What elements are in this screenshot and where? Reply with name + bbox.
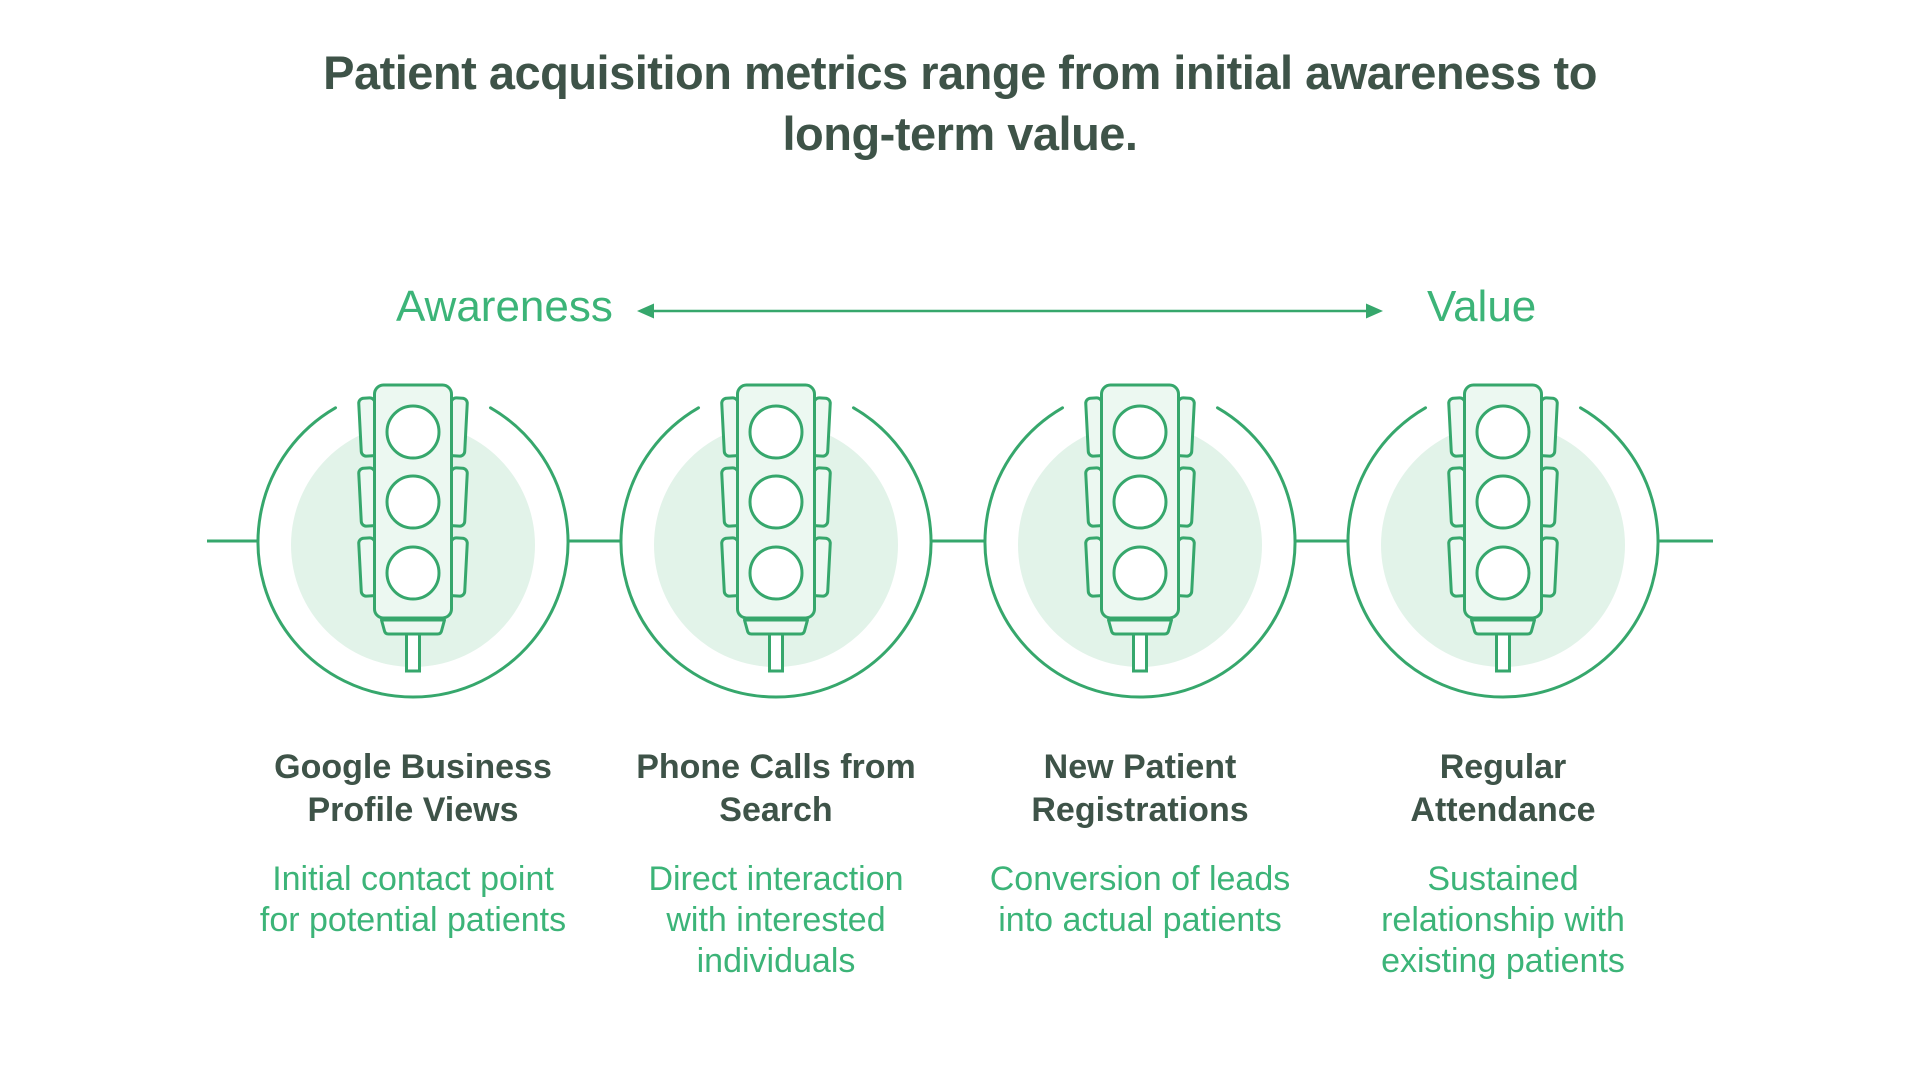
stage-title-google-business-profile-views: Google Business Profile Views — [243, 746, 583, 832]
traffic-light-icon — [1346, 383, 1660, 699]
stage-description-line: individuals — [696, 942, 856, 980]
page-title: Patient acquisition metrics range from i… — [0, 42, 1920, 164]
stage-description: Conversion of leads into actual patients — [970, 859, 1310, 941]
arrowhead-left — [637, 303, 654, 319]
traffic-light-icon — [256, 383, 570, 699]
stage-title-line: New Patient — [1043, 748, 1237, 786]
page-title-line-1: Patient acquisition metrics range from i… — [323, 46, 1597, 99]
stage-description-line: Direct interaction — [648, 860, 904, 898]
stage-description-line: Conversion of leads — [989, 860, 1291, 898]
traffic-light-icon — [619, 383, 933, 699]
stage-description-line: existing patients — [1381, 942, 1625, 980]
stage-description-line: with interested — [666, 901, 886, 939]
stage-title-line: Search — [719, 791, 833, 829]
stage-title-new-patient-registrations: New Patient Registrations — [970, 746, 1310, 832]
stage-title-line: Profile Views — [307, 791, 519, 829]
arrowhead-right — [1366, 303, 1383, 319]
stage-description: Sustained relationship with existing pat… — [1333, 859, 1673, 982]
stage-description-line: into actual patients — [998, 901, 1282, 939]
stage-icon-band — [207, 383, 1713, 699]
stage-description: Direct interaction with interested indiv… — [606, 859, 946, 982]
stage-description-line: Sustained — [1427, 860, 1579, 898]
stage-description-line: Initial contact point — [272, 860, 554, 898]
stage-title-line: Registrations — [1031, 791, 1249, 829]
stage-title-regular-attendance: Regular Attendance — [1333, 746, 1673, 832]
page-title-line-2: long-term value. — [782, 107, 1138, 160]
bidirectional-arrow-icon — [637, 303, 1383, 319]
axis-label-value: Value — [1427, 282, 1537, 331]
stage-description: Initial contact point for potential pati… — [243, 859, 583, 941]
stage-description-line: for potential patients — [259, 901, 567, 939]
axis-label-awareness: Awareness — [396, 282, 613, 331]
stage-title-line: Phone Calls from — [636, 748, 916, 786]
stage-title-line: Regular — [1439, 748, 1567, 786]
stage-description-line: relationship with — [1381, 901, 1625, 939]
stage-title-line: Google Business — [274, 748, 552, 786]
traffic-light-icon — [983, 383, 1297, 699]
stage-title-phone-calls-from-search: Phone Calls from Search — [606, 746, 946, 832]
stage-title-line: Attendance — [1410, 791, 1596, 829]
